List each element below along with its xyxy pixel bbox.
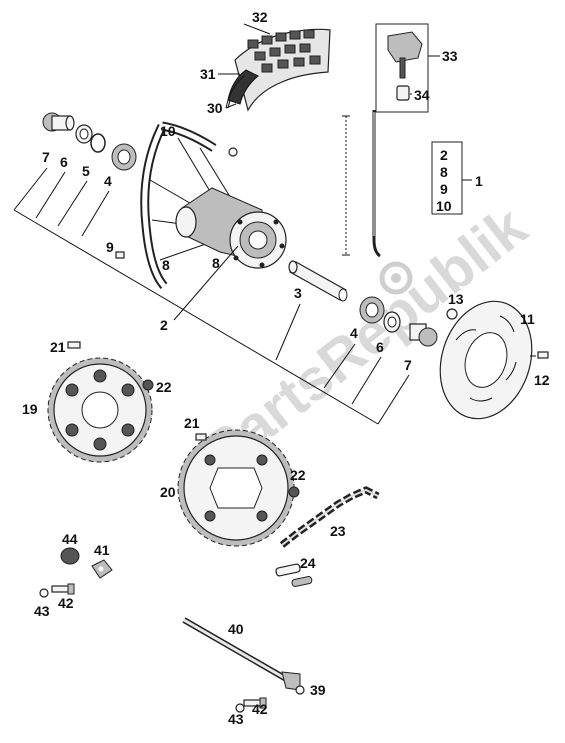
spoke bbox=[342, 110, 381, 258]
label-42: 42 bbox=[58, 595, 74, 611]
label-44: 44 bbox=[62, 531, 78, 547]
label-10: 10 bbox=[160, 123, 176, 139]
label-10-box: 10 bbox=[436, 198, 452, 214]
label-2-box: 2 bbox=[440, 147, 448, 163]
brake-disc bbox=[439, 300, 533, 420]
label-8-box: 8 bbox=[440, 164, 448, 180]
label-40: 40 bbox=[228, 621, 244, 637]
label-34: 34 bbox=[414, 87, 430, 103]
rim-lock-box bbox=[375, 23, 429, 113]
nipple-38 bbox=[228, 147, 238, 157]
label-21b: 21 bbox=[184, 415, 200, 431]
label-23: 23 bbox=[330, 523, 346, 539]
spoke-set-box bbox=[431, 141, 463, 215]
tire-assembly bbox=[225, 28, 331, 112]
bearing-4 bbox=[111, 143, 137, 171]
seal-6-right bbox=[383, 311, 401, 333]
label-4: 4 bbox=[104, 173, 112, 189]
tire-tread bbox=[247, 29, 321, 73]
spacer-7-right bbox=[409, 323, 438, 347]
nut-39 bbox=[295, 685, 305, 695]
sprocket-19 bbox=[47, 357, 153, 463]
master-link-24 bbox=[275, 563, 313, 587]
label-43: 43 bbox=[34, 603, 50, 619]
label-42b: 42 bbox=[252, 701, 268, 717]
block-44 bbox=[60, 547, 80, 565]
label-9-box: 9 bbox=[440, 181, 448, 197]
label-33: 33 bbox=[442, 48, 458, 64]
label-20: 20 bbox=[160, 484, 176, 500]
label-41: 41 bbox=[94, 542, 110, 558]
label-11: 11 bbox=[520, 311, 535, 327]
bolt-21b bbox=[195, 433, 207, 441]
circlip-5 bbox=[90, 133, 106, 153]
bolt-42b bbox=[243, 697, 267, 709]
nut-22b bbox=[288, 486, 300, 498]
label-8: 8 bbox=[212, 255, 220, 271]
label-13: 13 bbox=[448, 291, 464, 307]
spacer-7 bbox=[42, 112, 75, 132]
label-19: 19 bbox=[22, 401, 38, 417]
axle-40 bbox=[182, 617, 301, 691]
label-1: 1 bbox=[475, 173, 483, 189]
label-2: 2 bbox=[160, 317, 168, 333]
label-24: 24 bbox=[300, 555, 316, 571]
seal-6 bbox=[75, 124, 93, 144]
label-31: 31 bbox=[200, 66, 216, 82]
label-12: 12 bbox=[534, 372, 550, 388]
label-5: 5 bbox=[82, 163, 90, 179]
label-7-right: 7 bbox=[404, 357, 412, 373]
label-4-right: 4 bbox=[350, 325, 358, 341]
label-22b: 22 bbox=[290, 467, 306, 483]
chain-adjuster-41 bbox=[91, 559, 113, 579]
nut-43b bbox=[235, 703, 245, 713]
label-7: 7 bbox=[42, 149, 50, 165]
label-43b: 43 bbox=[228, 711, 244, 727]
gear-watermark-icon bbox=[379, 261, 413, 295]
nipple-9 bbox=[115, 251, 125, 259]
sprocket-20 bbox=[177, 429, 295, 547]
rim bbox=[140, 121, 217, 289]
bolt-21 bbox=[67, 341, 81, 349]
label-22: 22 bbox=[156, 379, 172, 395]
label-21: 21 bbox=[50, 339, 66, 355]
hub bbox=[175, 187, 287, 269]
label-6: 6 bbox=[60, 154, 68, 170]
label-32: 32 bbox=[252, 9, 268, 25]
label-9: 9 bbox=[106, 239, 114, 255]
label-30: 30 bbox=[207, 100, 223, 116]
bearing-4-right bbox=[359, 296, 385, 324]
label-6-right: 6 bbox=[376, 339, 384, 355]
chain-23 bbox=[279, 486, 380, 548]
nut-43 bbox=[39, 588, 49, 598]
nut-22 bbox=[142, 379, 154, 391]
bolt-42 bbox=[51, 583, 75, 595]
bolt-12 bbox=[537, 351, 549, 359]
label-3: 3 bbox=[294, 285, 302, 301]
bolt-13 bbox=[446, 308, 458, 320]
spacer-3 bbox=[288, 260, 348, 302]
label-39: 39 bbox=[310, 682, 326, 698]
label-8a: 8 bbox=[162, 257, 170, 273]
